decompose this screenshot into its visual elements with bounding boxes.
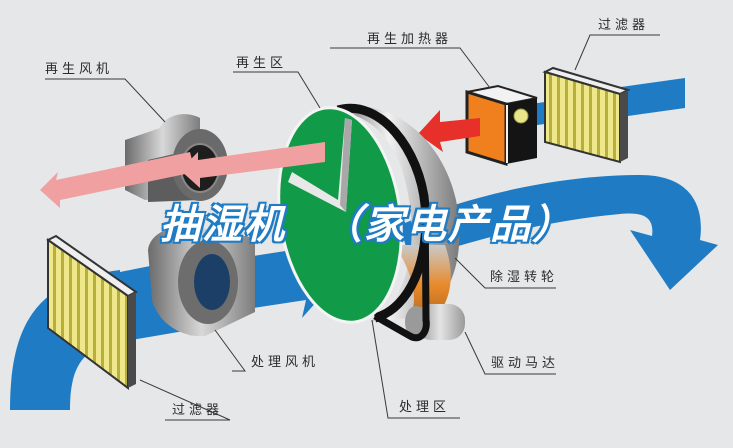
- label-process-fan: 处理风机: [251, 355, 320, 370]
- filter-top: [542, 66, 631, 164]
- label-regen-heater: 再生加热器: [367, 32, 453, 47]
- process-fan: [148, 226, 255, 337]
- title-main: 抽湿机: [159, 201, 286, 249]
- heated-air-arrow: [418, 110, 480, 152]
- label-filter-top: 过滤器: [598, 18, 650, 33]
- title-suffix: （家电产品）: [321, 201, 574, 249]
- label-desiccant-wheel: 除湿转轮: [490, 270, 559, 285]
- label-regen-zone: 再生区: [236, 56, 288, 71]
- drive-motor: [373, 194, 465, 342]
- diagram-title: 抽湿机 （家电产品）: [159, 200, 574, 250]
- label-process-zone: 处理区: [399, 400, 451, 415]
- regen-exhaust-air: [40, 142, 325, 208]
- label-regen-fan: 再生风机: [45, 62, 114, 77]
- leader-lines: [45, 34, 660, 421]
- regen-heater: [465, 84, 538, 167]
- label-filter-bottom: 过滤器: [172, 403, 224, 418]
- filter-bottom: [46, 234, 138, 390]
- label-drive-motor: 驱动马达: [491, 356, 560, 371]
